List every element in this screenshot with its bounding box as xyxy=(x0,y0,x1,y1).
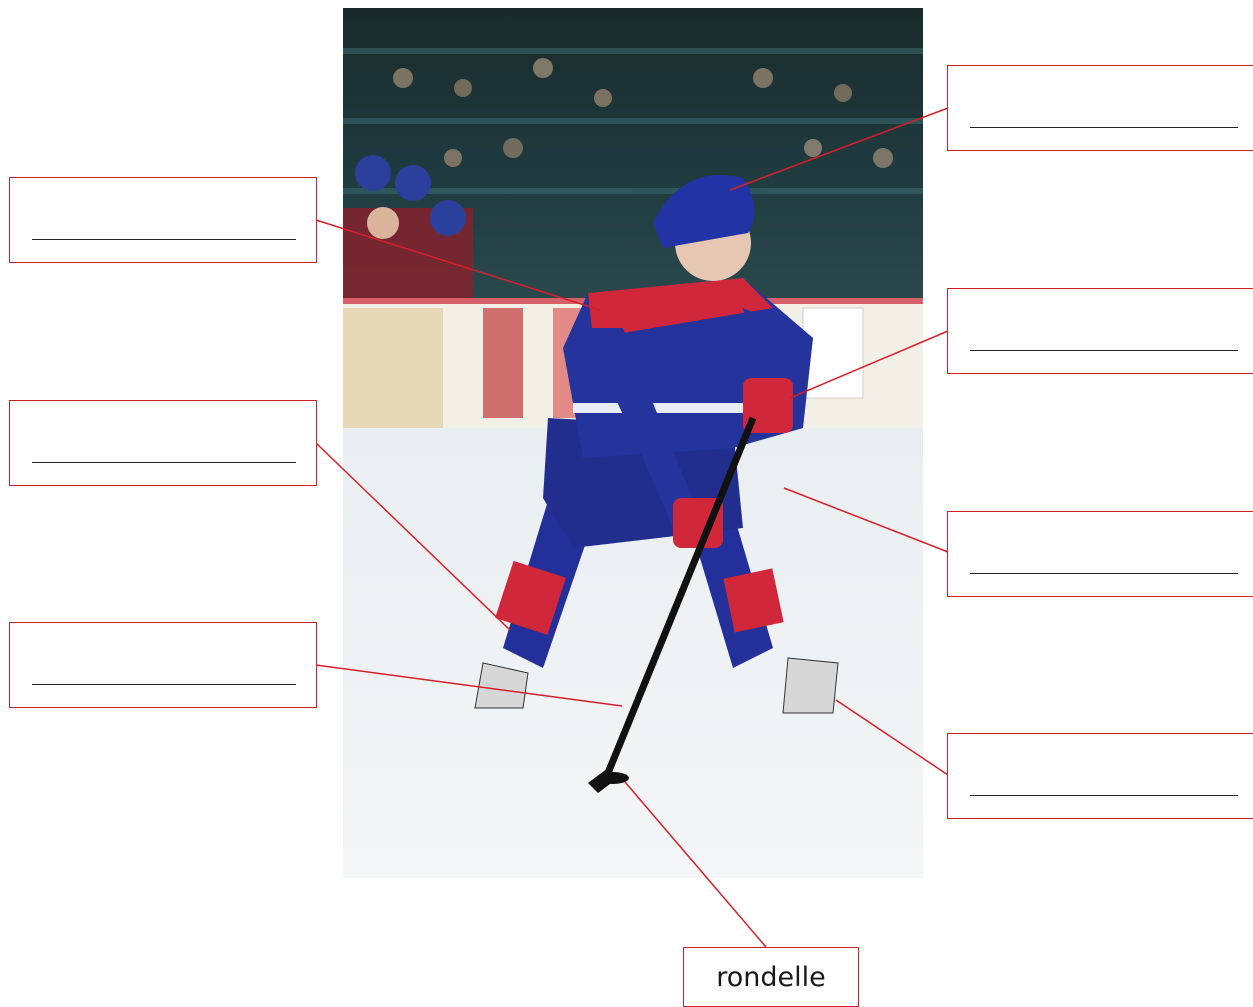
blank-label-skate[interactable] xyxy=(947,733,1253,819)
answer-line xyxy=(970,350,1238,351)
answer-line xyxy=(32,239,296,240)
answer-line xyxy=(32,684,296,685)
answer-line xyxy=(970,573,1238,574)
answer-line xyxy=(970,795,1238,796)
blank-label-glove[interactable] xyxy=(947,288,1253,374)
blank-label-helmet[interactable] xyxy=(947,65,1253,151)
answer-line xyxy=(32,462,296,463)
label-puck: rondelle xyxy=(683,947,859,1007)
blank-label-stick[interactable] xyxy=(9,622,317,708)
hockey-player-photo xyxy=(343,8,923,878)
label-puck-text: rondelle xyxy=(716,962,826,993)
blank-label-pants[interactable] xyxy=(947,511,1253,597)
answer-line xyxy=(970,127,1238,128)
blank-label-sock[interactable] xyxy=(9,400,317,486)
blank-label-jersey[interactable] xyxy=(9,177,317,263)
